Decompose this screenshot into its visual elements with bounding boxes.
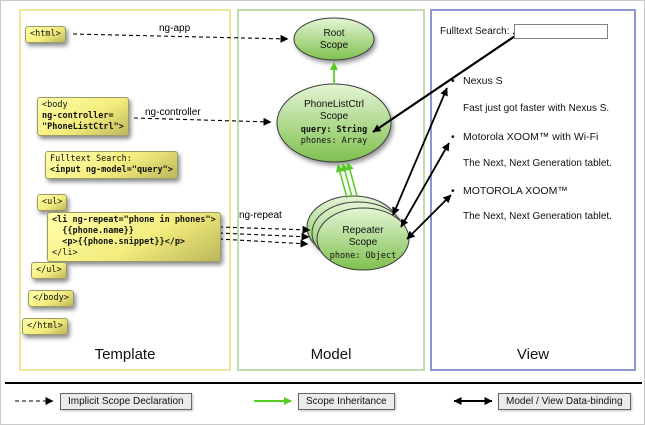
- scope-inheritance-arrow-repeater-2: [340, 163, 353, 198]
- code-line: <input ng-model="query">: [50, 165, 173, 176]
- code-body-open: <body ng-controller= "PhoneListCtrl">: [37, 97, 129, 137]
- view-item-title: • MOTOROLA XOOM™: [451, 185, 568, 197]
- scope-name-line: Scope: [348, 236, 378, 248]
- view-item-title-text: MOTOROLA XOOM™: [463, 185, 568, 197]
- code-html-open: <html>: [25, 26, 66, 44]
- code-line: {{phone.name}}: [52, 226, 134, 237]
- data-binding-arrow-item-2: [400, 142, 450, 228]
- ng-controller-arrow: [133, 117, 272, 126]
- code-line: <html>: [30, 29, 61, 39]
- bullet-icon: •: [451, 75, 455, 87]
- model-panel-label: Model: [310, 346, 352, 363]
- ng-app-label: ng-app: [159, 23, 191, 34]
- scope-name-line: PhoneListCtrl: [303, 99, 365, 110]
- repeater-scope-label: Repeater Scope phone: Object: [317, 225, 409, 262]
- data-binding-arrow-item-1: [392, 87, 448, 216]
- scope-property: phones: Array: [300, 136, 368, 147]
- bullet-icon: •: [451, 131, 455, 143]
- code-html-close: </html>: [22, 318, 68, 336]
- view-item-desc: The Next, Next Generation tablet.: [463, 158, 612, 169]
- scope-inheritance-arrow-repeater-3: [345, 162, 358, 197]
- legend-implicit-label: Implicit Scope Declaration: [60, 393, 192, 410]
- code-li-repeat: <li ng-repeat="phone in phones"> {{phone…: [47, 212, 221, 263]
- code-body-close: </body>: [28, 290, 74, 308]
- view-item-title: • Motorola XOOM™ with Wi-Fi: [451, 131, 598, 143]
- code-line: Fulltext Search:: [50, 154, 132, 164]
- code-line: <p>{{phone.snippet}}</p>: [52, 237, 186, 248]
- ng-controller-label: ng-controller: [145, 107, 201, 118]
- root-scope-label: Root Scope: [294, 28, 374, 51]
- code-fulltext-search: Fulltext Search: <input ng-model="query"…: [45, 151, 178, 180]
- legend-binding-label: Model / View Data-binding: [498, 393, 631, 410]
- ng-repeat-arrow-1: [218, 225, 311, 234]
- view-search-label: Fulltext Search:: [440, 26, 510, 37]
- code-line: <body: [42, 100, 68, 110]
- template-panel: Template: [19, 9, 231, 371]
- code-line: </ul>: [36, 265, 62, 275]
- code-line: ng-controller=: [42, 111, 114, 122]
- scope-property: phone: Object: [329, 251, 397, 261]
- view-panel-label: View: [516, 346, 550, 363]
- data-binding-arrow-item-3: [406, 194, 452, 240]
- scope-name-line: Scope: [319, 39, 349, 51]
- code-line: </html>: [27, 321, 63, 331]
- view-item-desc: The Next, Next Generation tablet.: [463, 211, 612, 222]
- code-line: </body>: [33, 293, 69, 303]
- scope-property: query: String: [300, 125, 368, 135]
- scope-inheritance-arrow-repeater-1: [335, 164, 348, 199]
- ng-repeat-label: ng-repeat: [239, 210, 282, 221]
- view-item-title-text: Motorola XOOM™ with Wi-Fi: [463, 131, 599, 143]
- scope-name-line: Repeater: [342, 225, 384, 236]
- scope-name-line: Root: [323, 28, 345, 39]
- view-item-title-text: Nexus S: [463, 75, 503, 87]
- code-ul-close: </ul>: [31, 262, 67, 280]
- ng-app-arrow: [72, 33, 289, 43]
- code-ul-open: <ul>: [37, 194, 68, 212]
- code-line: </li>: [52, 248, 78, 259]
- phonelistctrl-scope-label: PhoneListCtrl Scope query: String phones…: [277, 99, 391, 148]
- view-search-input[interactable]: [514, 24, 608, 39]
- view-item-desc: Fast just got faster with Nexus S.: [463, 103, 610, 114]
- code-line: <ul>: [42, 197, 63, 207]
- view-item-title: • Nexus S: [451, 75, 503, 87]
- scope-name-line: Scope: [319, 110, 349, 122]
- bullet-icon: •: [451, 185, 455, 197]
- code-line: "PhoneListCtrl">: [42, 122, 124, 133]
- code-line: <li ng-repeat="phone in phones">: [52, 215, 216, 225]
- legend-inheritance-label: Scope Inheritance: [298, 393, 395, 410]
- ng-repeat-arrow-3: [218, 238, 309, 248]
- ng-repeat-arrow-2: [218, 232, 310, 241]
- template-panel-label: Template: [94, 346, 156, 363]
